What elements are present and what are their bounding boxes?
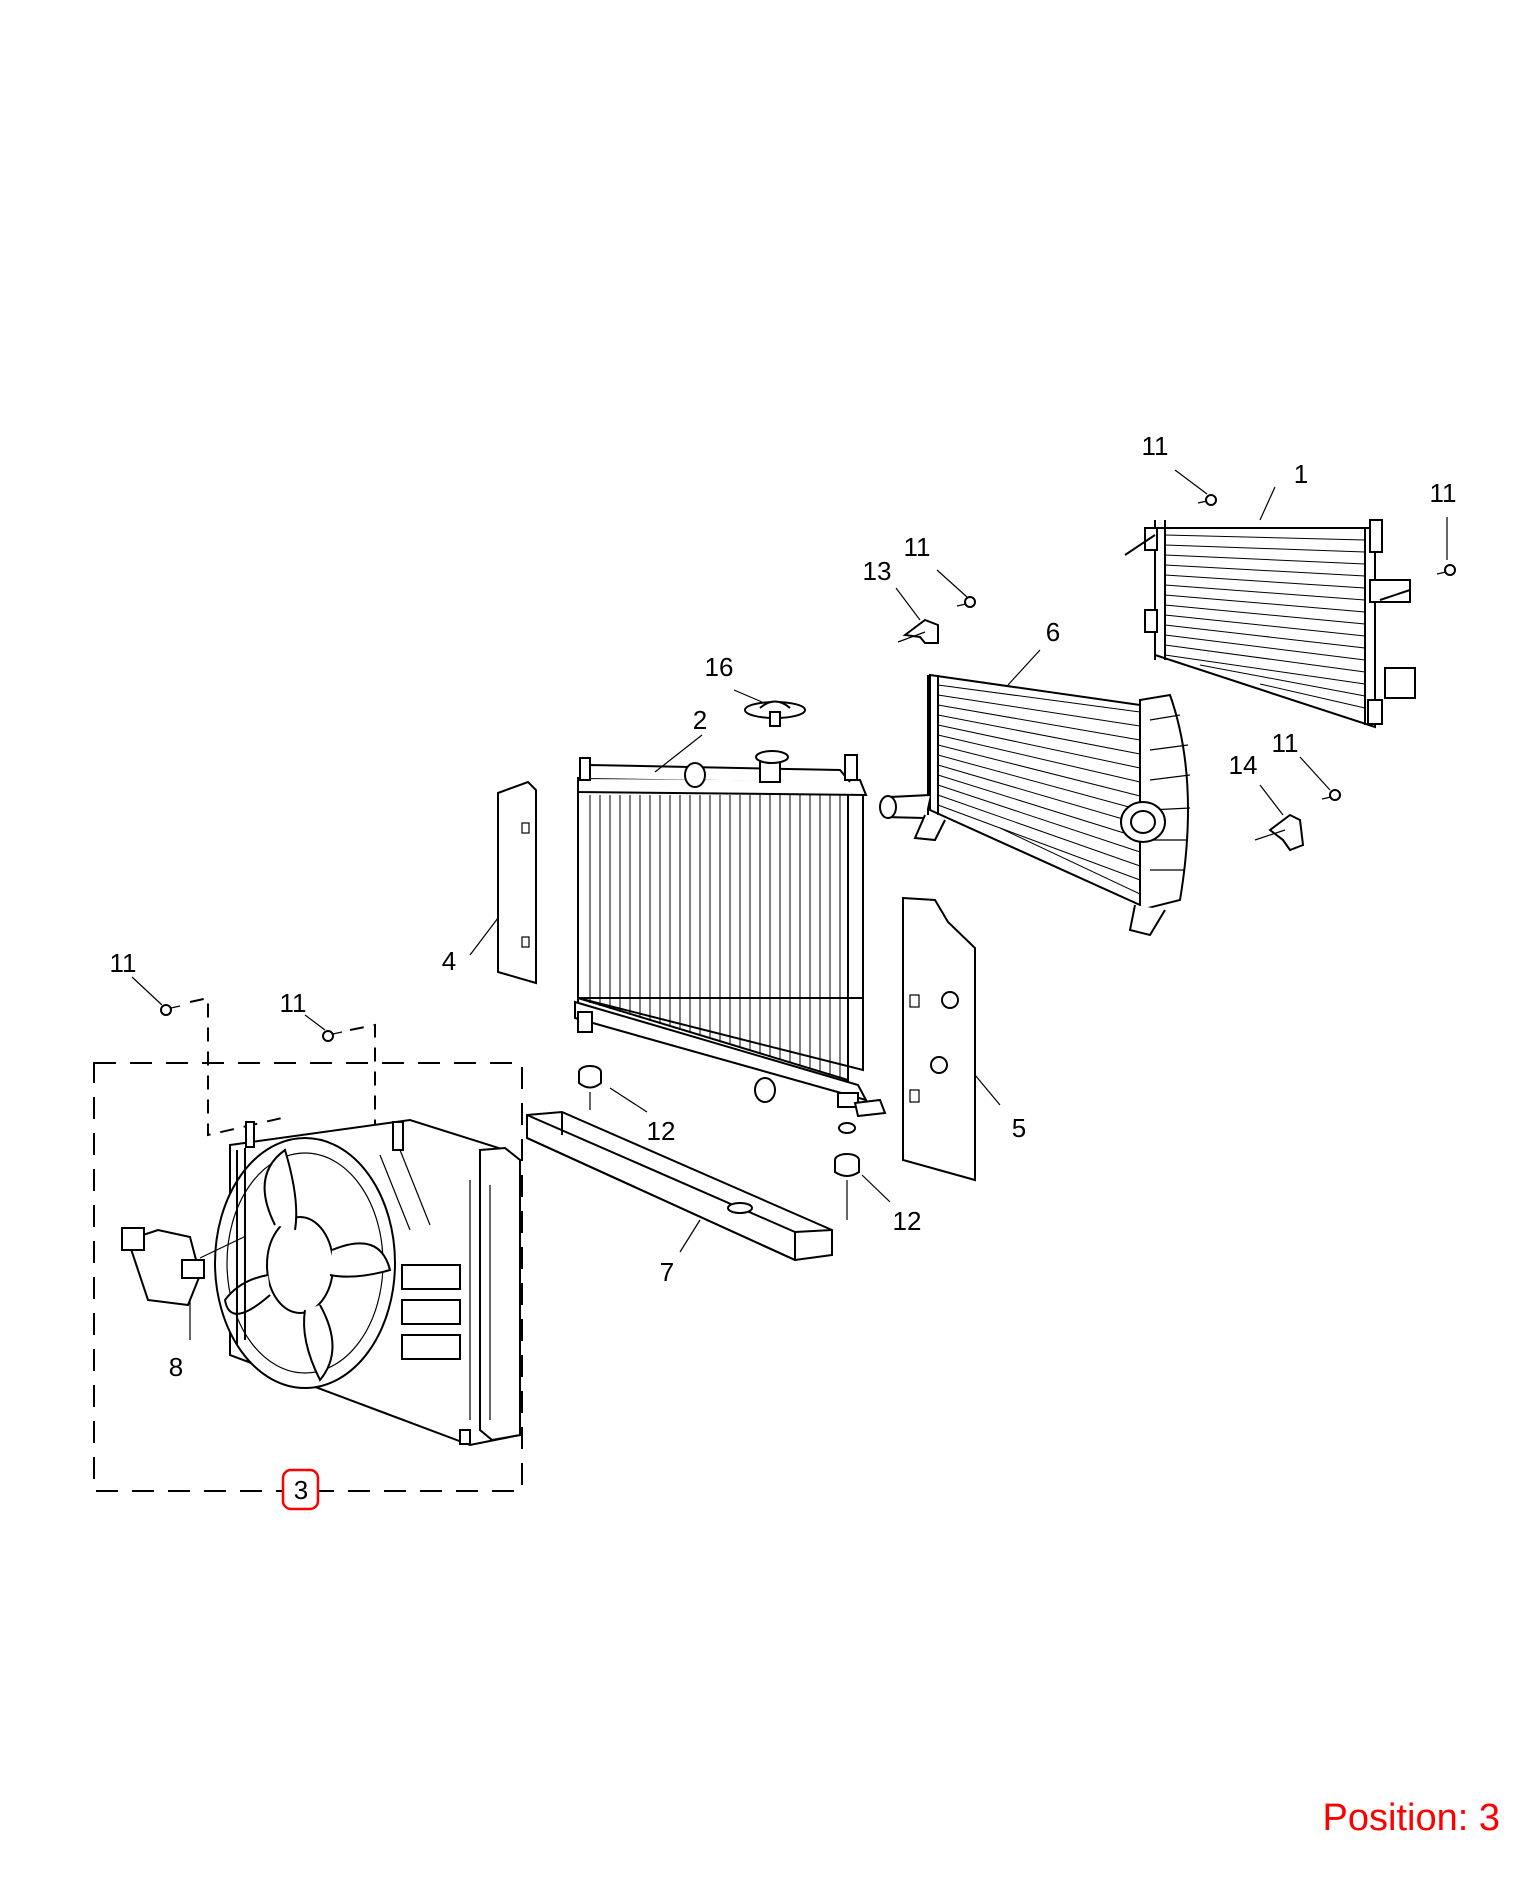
callout-6: 6: [1046, 617, 1060, 647]
callout-12-b: 12: [893, 1206, 922, 1236]
callout-11-b: 11: [1430, 478, 1457, 508]
position-label: Position: 3: [1322, 1797, 1500, 1839]
callout-11-c: 11: [904, 532, 931, 562]
bracket-part-14[interactable]: [1254, 813, 1305, 852]
isolator-part-12-b[interactable]: [834, 1122, 860, 1220]
callout-12-a: 12: [647, 1116, 676, 1146]
bolt-part-11-e[interactable]: [160, 1004, 181, 1016]
callout-4: 4: [442, 946, 456, 976]
fan-assembly-part-3[interactable]: [214, 1118, 521, 1447]
callout-11-d: 11: [1272, 728, 1299, 758]
callout-3-highlighted[interactable]: 3: [281, 1468, 320, 1511]
radiator-cap-part-16[interactable]: [744, 700, 806, 727]
lower-seal-part-7[interactable]: [526, 1110, 833, 1262]
callout-5: 5: [1012, 1113, 1026, 1143]
air-deflector-part-5[interactable]: [902, 896, 976, 1182]
isolator-part-12-a[interactable]: [578, 1065, 602, 1110]
callout-11-e: 11: [110, 948, 137, 978]
radiator-part-2[interactable]: [574, 750, 887, 1118]
fan-module-part-8[interactable]: [121, 1227, 205, 1340]
callout-1: 1: [1294, 459, 1308, 489]
intercooler-part-6[interactable]: [879, 673, 1191, 937]
air-deflector-part-4[interactable]: [497, 780, 537, 985]
bolt-part-11-f[interactable]: [322, 1030, 343, 1042]
callout-2: 2: [693, 705, 707, 735]
fan-assembly-group-box: [93, 1062, 523, 1492]
condenser-part-1[interactable]: [1124, 519, 1416, 729]
bolt-part-11-a[interactable]: [1197, 494, 1217, 506]
callout-11-f: 11: [280, 988, 307, 1018]
leader-lines: [131, 469, 1448, 1259]
callout-16: 16: [705, 652, 734, 682]
callout-14: 14: [1229, 750, 1258, 780]
bracket-part-13[interactable]: [897, 618, 939, 644]
bolt-part-11-d[interactable]: [1321, 789, 1341, 801]
callout-8: 8: [169, 1352, 183, 1382]
callout-11-a: 11: [1142, 431, 1169, 461]
callout-7: 7: [660, 1257, 674, 1287]
callout-3: 3: [294, 1475, 308, 1505]
callout-13: 13: [863, 556, 892, 586]
bolt-part-11-c[interactable]: [956, 596, 976, 608]
bolt-part-11-b[interactable]: [1436, 564, 1456, 576]
